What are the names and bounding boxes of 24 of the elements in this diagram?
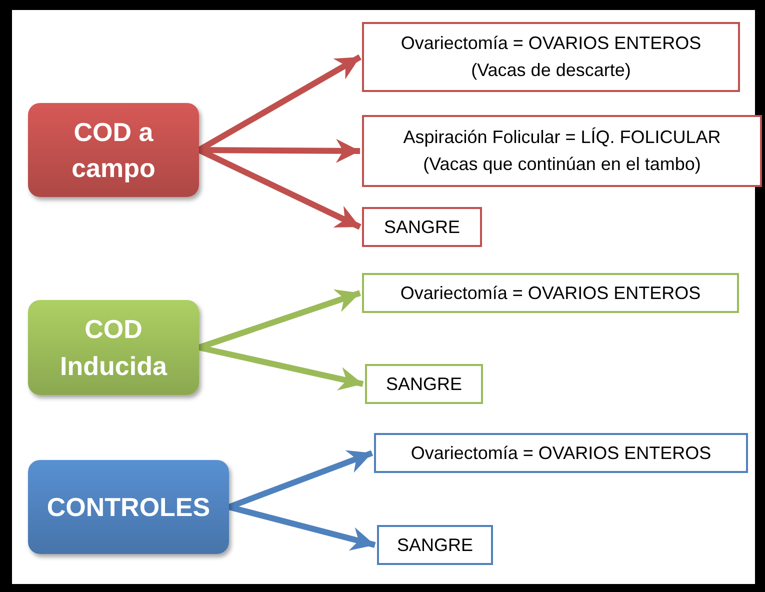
node-title: Ovariectomía = OVARIOS ENTEROS [400, 282, 701, 304]
sample-box [365, 364, 483, 404]
sample-box [377, 525, 493, 565]
node-note: (Vacas de descarte) [471, 59, 631, 82]
node-title: COD a campo [70, 116, 156, 185]
sample-box [374, 433, 748, 473]
node-note: (Vacas que continúan en el tambo) [423, 153, 701, 176]
sample-box [362, 115, 762, 187]
node-title: COD Inducida [59, 313, 168, 382]
node-title: Aspiración Folicular = LÍQ. FOLICULAR [403, 126, 721, 149]
node-title: Ovariectomía = OVARIOS ENTEROS [410, 442, 712, 464]
node-title: SANGRE [396, 534, 474, 556]
arrow [198, 344, 364, 390]
sample-box [362, 273, 739, 313]
sample-box [362, 207, 482, 247]
sample-box [362, 22, 740, 92]
node-title: Ovariectomía = OVARIOS ENTEROS [400, 32, 702, 55]
node-title: SANGRE [384, 216, 460, 238]
group-box [28, 460, 229, 554]
arrow [228, 504, 376, 551]
group-box [28, 103, 199, 197]
node-title: SANGRE [386, 372, 462, 396]
node-title: CONTROLES [46, 490, 210, 524]
group-box [28, 300, 199, 395]
